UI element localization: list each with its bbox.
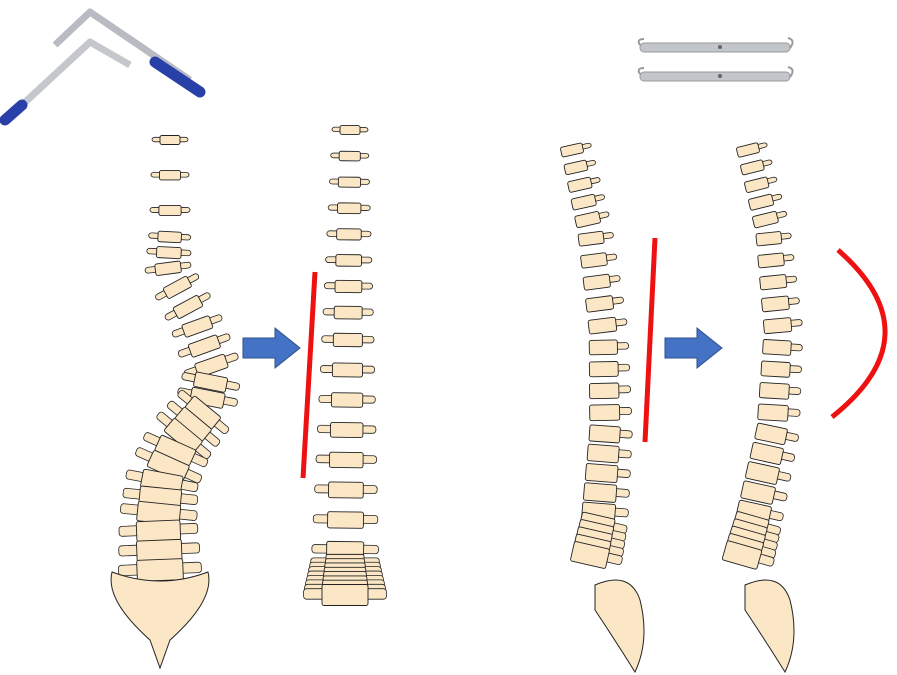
vertebra xyxy=(315,451,377,469)
vertebra xyxy=(181,371,240,393)
sacrum xyxy=(744,579,795,674)
vertebra xyxy=(560,142,592,158)
vertebra xyxy=(740,480,788,505)
vertebra xyxy=(721,540,775,570)
vertebra xyxy=(323,279,373,294)
scoliosis-spine-before xyxy=(118,135,240,582)
vertebra xyxy=(574,211,610,229)
arrow-right-icon xyxy=(242,326,301,370)
vertebra xyxy=(303,584,387,606)
vertebra xyxy=(583,482,630,503)
vertebra xyxy=(321,332,375,348)
vertebra xyxy=(149,204,191,216)
vertebra xyxy=(150,170,190,181)
vertebra xyxy=(582,273,621,291)
vertebra xyxy=(589,382,631,400)
vertebra xyxy=(761,295,800,313)
vertebra xyxy=(156,411,212,460)
vertebra xyxy=(155,273,200,301)
vertebra xyxy=(118,538,201,562)
vertebra xyxy=(587,316,628,335)
arrow-right-icon xyxy=(664,326,723,370)
vertebra xyxy=(144,260,192,276)
vertebra xyxy=(744,176,778,193)
vertebra xyxy=(745,461,792,485)
vertebra xyxy=(759,274,798,291)
vertebra xyxy=(563,159,597,176)
vertebra xyxy=(589,404,632,422)
rod-holder-instruments xyxy=(637,37,794,82)
vertebra xyxy=(736,142,768,158)
vertebra xyxy=(570,193,605,211)
flat-sagittal-line xyxy=(642,237,658,443)
vertebra xyxy=(752,210,787,229)
vertebra xyxy=(755,231,792,247)
vertebra xyxy=(567,176,601,193)
vertebra xyxy=(326,228,372,241)
vertebra xyxy=(118,519,199,543)
sagittal-spine-after xyxy=(721,142,803,570)
vertebra xyxy=(329,176,370,188)
vertebra xyxy=(760,360,802,378)
vertebra xyxy=(318,392,376,408)
vertebra xyxy=(177,389,230,435)
vertebra xyxy=(762,317,803,335)
vertebra xyxy=(327,202,371,215)
vertebra xyxy=(586,443,632,464)
vertebra xyxy=(757,403,801,422)
vertebra xyxy=(762,339,803,356)
scoliosis-spine-after xyxy=(303,124,387,606)
vertebra xyxy=(120,500,198,526)
sagittal-spine-before xyxy=(560,142,633,569)
vertebra xyxy=(171,314,223,338)
vertebra xyxy=(146,246,192,260)
vertebra xyxy=(312,511,379,529)
vertebra xyxy=(740,159,773,176)
vertebra xyxy=(319,362,376,378)
vertebra xyxy=(570,541,623,569)
vertebra xyxy=(749,441,796,465)
vertebra xyxy=(758,382,802,400)
vertebra xyxy=(143,432,209,468)
vertebra xyxy=(118,558,202,582)
vertebra xyxy=(748,193,783,211)
vertebra xyxy=(588,339,630,356)
vertebra xyxy=(584,463,631,484)
vertebra xyxy=(588,424,633,444)
vertebra xyxy=(577,230,614,247)
vertebra xyxy=(757,252,795,269)
vertebra xyxy=(325,254,373,267)
vertebra xyxy=(314,481,378,499)
sacrum xyxy=(110,571,210,670)
vertebra xyxy=(330,150,370,162)
vertebra xyxy=(164,292,211,321)
vertebra xyxy=(177,333,231,358)
vertebra xyxy=(585,295,624,313)
rod-bender-instruments xyxy=(0,8,206,126)
vertebra xyxy=(148,230,192,244)
vertebra xyxy=(317,421,377,439)
sacrum xyxy=(594,579,645,674)
vertebra xyxy=(754,422,799,446)
kyphosis-curve-line xyxy=(830,248,888,419)
straight-correction-line xyxy=(300,271,318,479)
vertebra xyxy=(322,305,374,320)
vertebra xyxy=(588,361,630,378)
vertebra xyxy=(151,135,189,145)
vertebra xyxy=(331,124,369,136)
vertebra xyxy=(580,252,618,269)
